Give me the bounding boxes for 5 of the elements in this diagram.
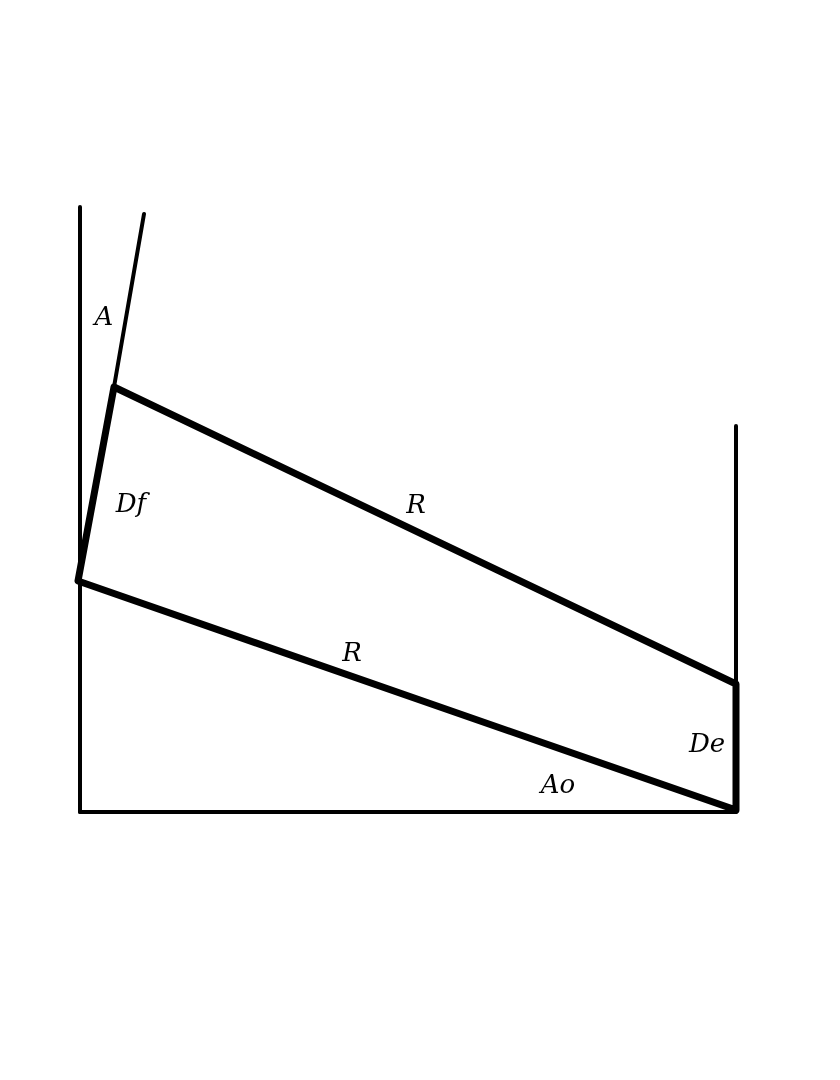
part-label: A	[94, 303, 114, 329]
part-label: De	[688, 730, 726, 756]
part-label: R	[406, 491, 426, 517]
part-label: R	[342, 639, 362, 665]
part-label: Ao	[540, 771, 576, 797]
